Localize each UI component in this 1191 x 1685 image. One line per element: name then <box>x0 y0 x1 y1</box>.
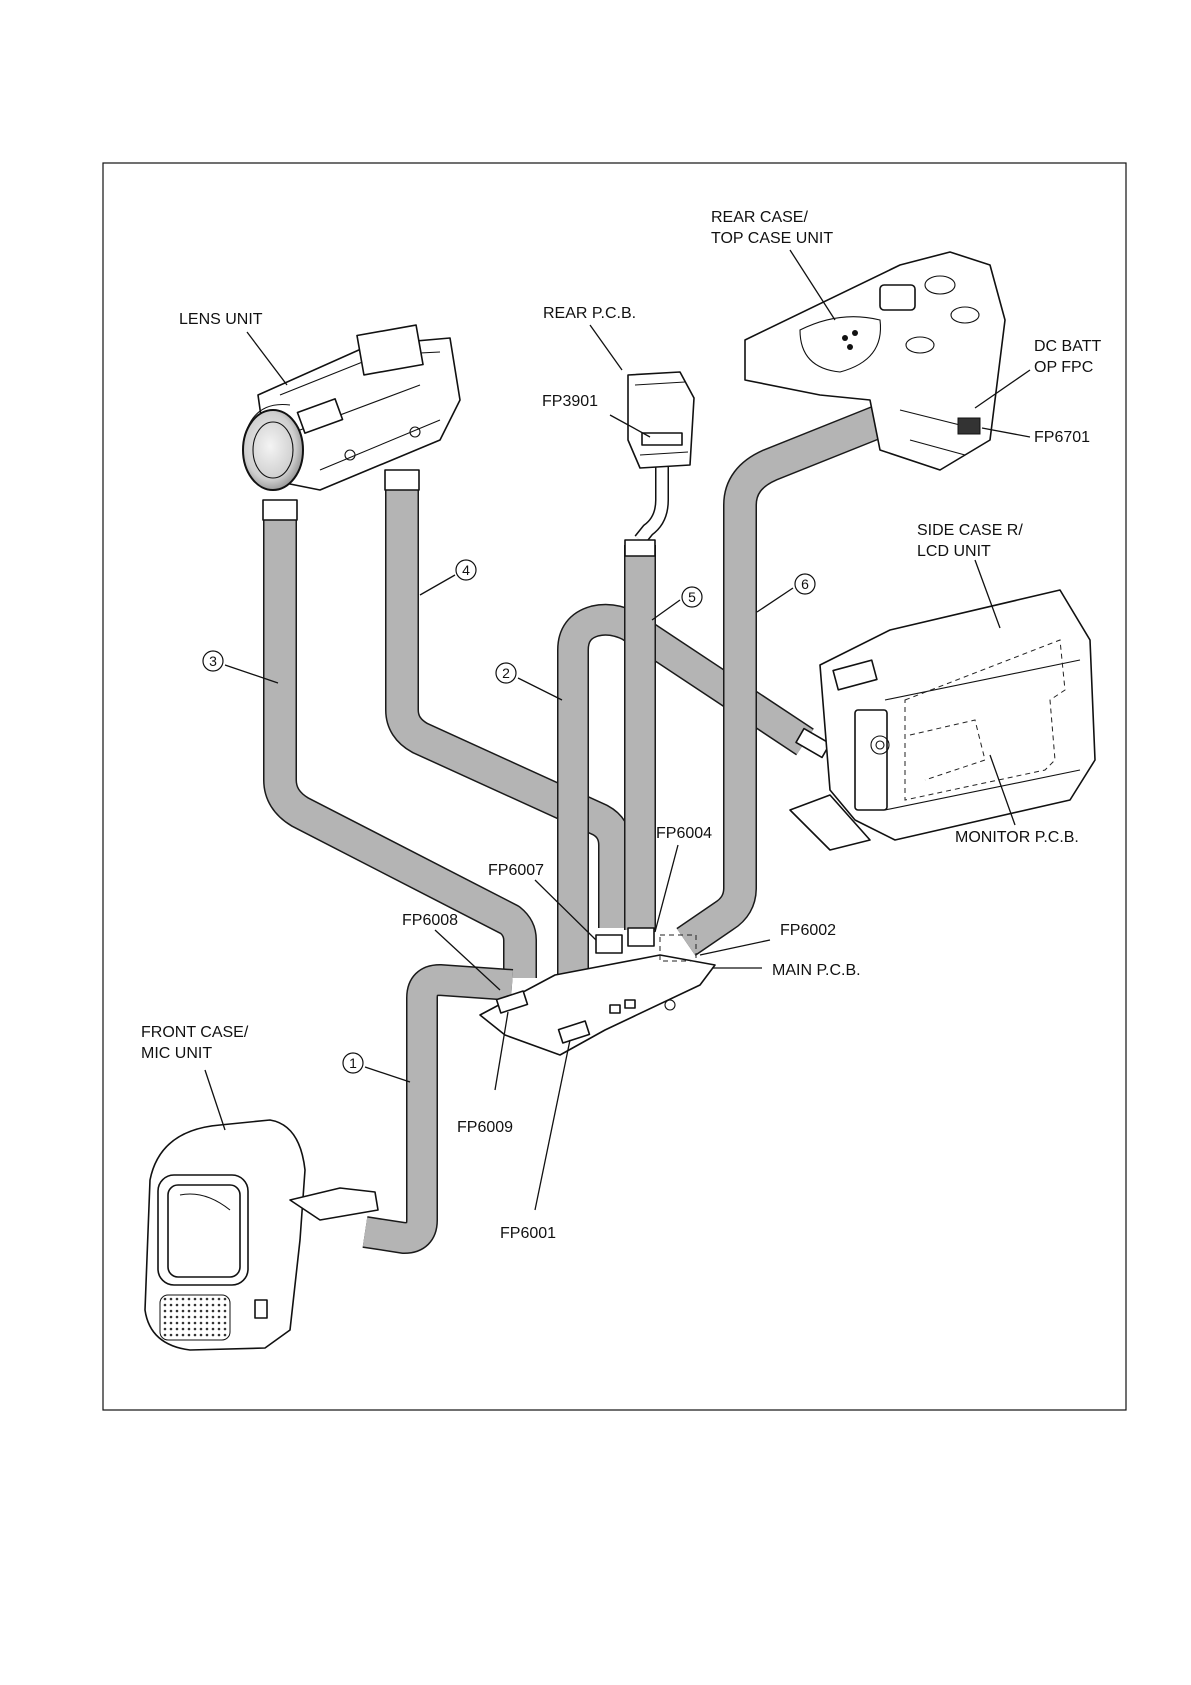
cable-number-3: 3 <box>203 651 223 671</box>
label-fp6004: FP6004 <box>656 825 712 842</box>
cable-tab <box>263 500 297 520</box>
svg-text:3: 3 <box>209 653 217 669</box>
label-fp3901: FP3901 <box>542 393 598 410</box>
mic-grille <box>160 1295 230 1340</box>
cable-tab <box>625 540 655 556</box>
label-dc-batt: DC BATT <box>1034 338 1101 355</box>
connector-fp6004 <box>628 928 654 946</box>
label-monitor-pcb: MONITOR P.C.B. <box>955 829 1079 846</box>
label-lcd-unit: LCD UNIT <box>917 543 991 560</box>
rear-pcb-drawing <box>628 372 694 468</box>
cable-number-4: 4 <box>456 560 476 580</box>
connector-fp6007 <box>596 935 622 953</box>
label-lens-unit: LENS UNIT <box>179 311 263 328</box>
svg-text:4: 4 <box>462 562 470 578</box>
cable-number-1: 1 <box>343 1053 363 1073</box>
label-top-case-unit: TOP CASE UNIT <box>711 230 833 247</box>
label-fp6701: FP6701 <box>1034 429 1090 446</box>
label-fp6008: FP6008 <box>402 912 458 929</box>
label-fp6001: FP6001 <box>500 1225 556 1242</box>
cable-tab <box>385 470 419 490</box>
label-rear-pcb: REAR P.C.B. <box>543 305 636 322</box>
label-fp6007: FP6007 <box>488 862 544 879</box>
label-side-case: SIDE CASE R/ <box>917 522 1023 539</box>
svg-text:2: 2 <box>502 665 510 681</box>
label-rear-case: REAR CASE/ <box>711 209 808 226</box>
label-front-case: FRONT CASE/ <box>141 1024 249 1041</box>
lens-unit-drawing <box>243 325 460 490</box>
cable-number-5: 5 <box>682 587 702 607</box>
connector-fp3901 <box>642 433 682 445</box>
svg-text:1: 1 <box>349 1055 357 1071</box>
cable-number-2: 2 <box>496 663 516 683</box>
svg-text:5: 5 <box>688 589 696 605</box>
connector-fp6701 <box>958 418 980 434</box>
label-fp6002: FP6002 <box>780 922 836 939</box>
front-case-drawing <box>145 1120 378 1350</box>
cable-number-6: 6 <box>795 574 815 594</box>
label-mic-unit: MIC UNIT <box>141 1045 212 1062</box>
svg-text:6: 6 <box>801 576 809 592</box>
label-op-fpc: OP FPC <box>1034 359 1093 376</box>
lcd-unit-drawing <box>790 590 1095 850</box>
label-fp6009: FP6009 <box>457 1119 513 1136</box>
label-main-pcb: MAIN P.C.B. <box>772 962 861 979</box>
